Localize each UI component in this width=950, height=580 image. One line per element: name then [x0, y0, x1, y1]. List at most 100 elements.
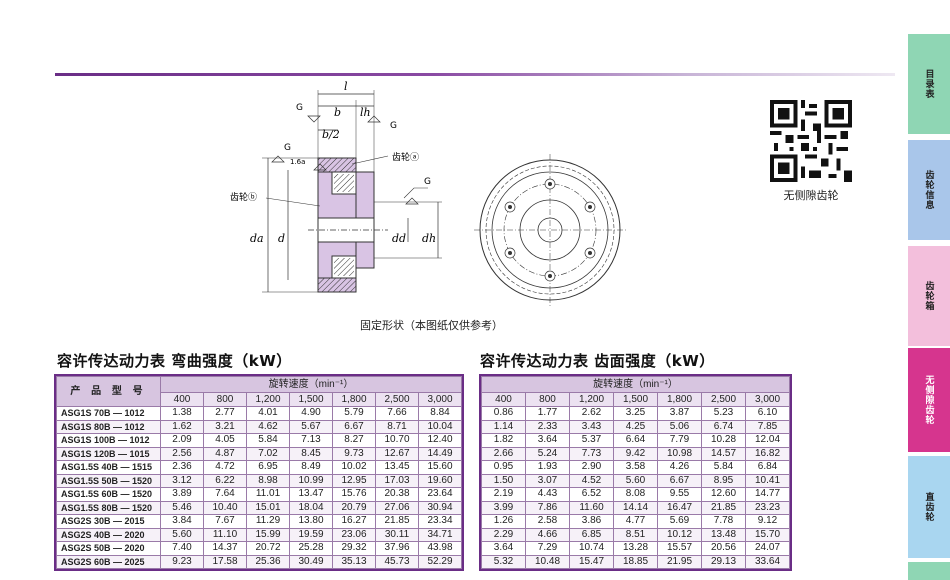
power-value-cell: 15.57 — [657, 541, 702, 556]
power-value-cell: 0.95 — [481, 460, 526, 475]
tab-next[interactable] — [908, 562, 950, 580]
power-value-cell: 6.67 — [332, 419, 376, 434]
power-value-cell: 5.32 — [481, 554, 526, 569]
power-value-cell: 14.49 — [418, 446, 462, 461]
label-g1: G — [296, 103, 303, 113]
speed-header: 旋转速度（min⁻¹） — [160, 376, 462, 393]
power-value-cell: 5.24 — [525, 446, 570, 461]
power-value-cell: 19.60 — [418, 473, 462, 488]
product-model-cell: ASG1.5S 40B — 1515 — [56, 460, 161, 475]
power-value-cell: 4.66 — [525, 527, 570, 542]
power-value-cell: 43.98 — [418, 541, 462, 556]
speed-col-header: 400 — [481, 392, 526, 407]
power-value-cell: 16.82 — [745, 446, 790, 461]
power-value-cell: 5.79 — [332, 406, 376, 421]
speed-col-header: 800 — [525, 392, 570, 407]
tab-gearbox[interactable]: 齿轮箱 — [908, 246, 950, 346]
power-value-cell: 6.52 — [569, 487, 614, 502]
label-g4: G — [424, 177, 431, 187]
power-value-cell: 13.48 — [701, 527, 746, 542]
power-value-cell: 7.66 — [375, 406, 419, 421]
power-value-cell: 11.01 — [246, 487, 290, 502]
power-value-cell: 34.71 — [418, 527, 462, 542]
power-value-cell: 1.50 — [481, 473, 526, 488]
product-model-cell: ASG1S 70B — 1012 — [56, 406, 161, 421]
power-value-cell: 29.32 — [332, 541, 376, 556]
label-b2: b/2 — [322, 128, 340, 141]
power-value-cell: 14.14 — [613, 500, 658, 515]
power-value-cell: 12.95 — [332, 473, 376, 488]
label-lh: lh — [360, 106, 371, 119]
power-value-cell: 10.48 — [525, 554, 570, 569]
power-value-cell: 3.89 — [160, 487, 204, 502]
power-value-cell: 52.29 — [418, 554, 462, 569]
power-value-cell: 2.90 — [569, 460, 614, 475]
power-value-cell: 25.36 — [246, 554, 290, 569]
speed-col-header: 1,200 — [569, 392, 614, 407]
speed-header: 旋转速度（min⁻¹） — [481, 376, 790, 393]
power-value-cell: 6.84 — [745, 460, 790, 475]
power-value-cell: 1.62 — [160, 419, 204, 434]
tooth-surface-strength-title: 容许传达动力表 齿面强度（kW） — [480, 352, 715, 370]
power-value-cell: 13.45 — [375, 460, 419, 475]
power-value-cell: 5.60 — [613, 473, 658, 488]
power-value-cell: 10.28 — [701, 433, 746, 448]
product-model-cell: ASG1.5S 80B — 1520 — [56, 500, 161, 515]
power-value-cell: 6.67 — [657, 473, 702, 488]
speed-col-header: 800 — [203, 392, 247, 407]
qr-code[interactable] — [770, 100, 852, 182]
power-value-cell: 15.01 — [246, 500, 290, 515]
power-value-cell: 17.03 — [375, 473, 419, 488]
label-g2: G — [390, 121, 397, 131]
label-roughness: 1.6a — [290, 158, 305, 166]
power-value-cell: 7.40 — [160, 541, 204, 556]
product-model-cell: ASG1S 100B — 1012 — [56, 433, 161, 448]
power-value-cell: 8.27 — [332, 433, 376, 448]
power-value-cell: 2.62 — [569, 406, 614, 421]
power-value-cell: 11.29 — [246, 514, 290, 529]
power-value-cell: 8.51 — [613, 527, 658, 542]
power-value-cell: 2.58 — [525, 514, 570, 529]
power-value-cell: 8.49 — [289, 460, 333, 475]
tab-backlash-free-gear[interactable]: 无侧隙齿轮 — [908, 348, 950, 452]
label-gear-b: 齿轮ⓑ — [230, 191, 257, 203]
label-da: da — [250, 232, 264, 245]
tab-spur-gear[interactable]: 直齿轮 — [908, 456, 950, 558]
power-value-cell: 21.85 — [701, 500, 746, 515]
power-value-cell: 4.43 — [525, 487, 570, 502]
power-value-cell: 6.95 — [246, 460, 290, 475]
power-value-cell: 7.78 — [701, 514, 746, 529]
power-value-cell: 21.95 — [657, 554, 702, 569]
power-value-cell: 3.64 — [481, 541, 526, 556]
power-value-cell: 7.64 — [203, 487, 247, 502]
power-value-cell: 5.69 — [657, 514, 702, 529]
gear-drawing: l b lh b/2 G G G G 1.6a 齿轮ⓐ 齿轮ⓑ da d dd … — [230, 80, 626, 306]
power-value-cell: 15.60 — [418, 460, 462, 475]
power-value-cell: 2.56 — [160, 446, 204, 461]
tab-label: 目录表 — [923, 69, 934, 99]
power-value-cell: 14.77 — [745, 487, 790, 502]
power-value-cell: 9.55 — [657, 487, 702, 502]
power-value-cell: 10.70 — [375, 433, 419, 448]
power-value-cell: 4.05 — [203, 433, 247, 448]
power-value-cell: 27.06 — [375, 500, 419, 515]
tab-contents[interactable]: 目录表 — [908, 34, 950, 134]
power-value-cell: 13.47 — [289, 487, 333, 502]
power-value-cell: 10.99 — [289, 473, 333, 488]
product-model-cell: ASG1S 120B — 1015 — [56, 446, 161, 461]
power-value-cell: 1.77 — [525, 406, 570, 421]
product-model-cell: ASG2S 50B — 2020 — [56, 541, 161, 556]
tab-gear-info[interactable]: 齿轮信息 — [908, 140, 950, 240]
power-value-cell: 6.10 — [745, 406, 790, 421]
